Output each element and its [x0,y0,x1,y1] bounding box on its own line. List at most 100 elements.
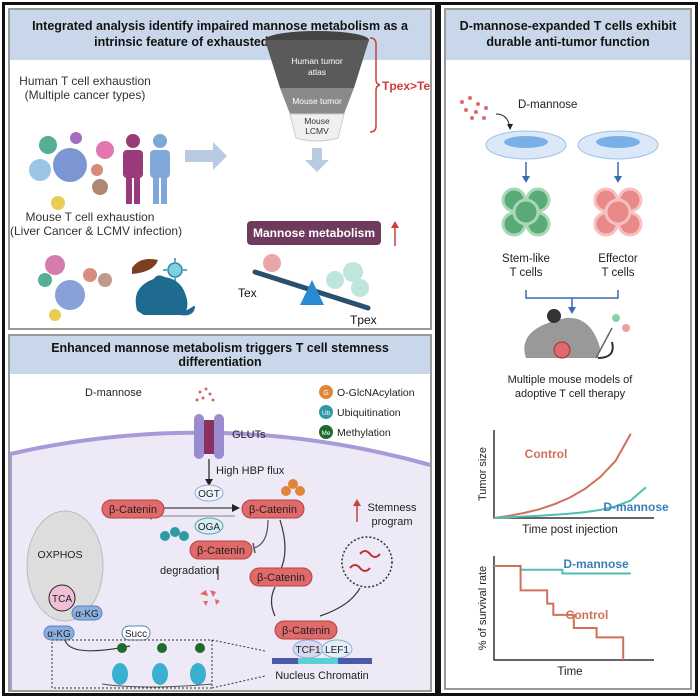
ogt-label: OGT [198,489,220,500]
legend-me-symbol: Me [321,430,330,437]
up-arrow-icon [391,221,399,246]
d-mannose-dots-icon [195,387,215,402]
survival-chart-axes [493,556,654,661]
ptm-legend: G O-GlcNAcylation Ub Ubiquitination Me M… [319,385,415,439]
beta-catenin-nuclear: β-Catenin [257,572,305,584]
tpex-gt-tex-label: Tpex>Tex [382,79,432,93]
tcf1-label: TCF1 [296,645,321,656]
ub-chain-icon [160,527,189,541]
effector-cells-icon [593,187,643,237]
effector-line2: T cells [601,267,634,279]
tumor-size-chart: Time post injection Tumor size ControlD-ma… [477,430,669,536]
panel-mannose-stemness-header: Enhanced mannose metabolism triggers T c… [10,336,430,374]
beta-catenin-glcnac: β-Catenin [249,504,297,516]
degradation-label: degradation [160,565,218,577]
nucleus-chromatin-label: Nucleus Chromatin [275,670,369,682]
right-title-line1: D-mannose-expanded T cells exhibit [459,19,677,34]
tumor-series-d-mannose [493,486,647,519]
human-umap-icon [29,132,114,210]
chromatin-zoom-box [51,639,213,689]
funnel-level1-line2: atlas [308,67,326,77]
mouse-icon [135,275,195,316]
panel-title-line1: Integrated analysis identify impaired ma… [32,19,408,34]
tumor-series-control [493,433,632,519]
funnel-level3-line1: Mouse [304,116,330,126]
tumor-legend-control: Control [525,447,568,461]
mouse-label-line1: Mouse T cell exhaustion [25,210,155,224]
gluts-label: GLUTs [232,429,266,441]
panel-anti-tumor: D-mannose-expanded T cells exhibit durab… [444,8,692,690]
stemness-up-arrow-icon [353,499,361,522]
human-label-line1: Human T cell exhaustion [19,74,151,88]
oxphos-label: OXPHOS [38,549,83,561]
tpex-label: Tpex [350,313,377,327]
human-exhaustion-label: Human T cell exhaustion (Multiple cancer… [10,74,160,103]
top-left-illustration: Human tumor atlas Mouse tumor Mouse LCMV… [29,31,432,327]
tex-label: Tex [238,286,257,300]
people-icon [123,134,170,204]
effector-line1: Effector [598,253,638,265]
arrow-down-icon [305,148,329,172]
legend-methylation: Methylation [337,427,391,439]
right-illustration: D-mannose Stem-like T cells Effector T c… [460,96,669,678]
funnel-icon [265,31,369,142]
beta-catenin-complex: β-Catenin [282,625,330,637]
mannose-metabolism-label: Mannose metabolism [253,226,375,240]
hbp-flux-label: High HBP flux [216,465,285,477]
survival-ylabel: % of survival rate [477,566,489,650]
mitochondria-icon [26,510,104,622]
inhibition-line [253,519,269,549]
dna-icon [349,550,381,572]
d-mannose-label: D-mannose [85,387,142,399]
lef1-label: LEF1 [325,645,349,656]
pathway-diagram: D-mannose GLUTs High HBP flux G O-GlcNAc… [10,374,430,690]
d-mannose-dots-icon [460,96,488,120]
legend-g-symbol: G [323,390,328,397]
virus-icon [163,258,187,282]
panel-mannose-stemness: Enhanced mannose metabolism triggers T c… [8,334,432,692]
human-label-line2: (Multiple cancer types) [24,88,146,103]
akg-label-2: α-KG [47,629,71,640]
survival-series-control [494,565,625,660]
survival-xlabel: Time [557,666,582,678]
stem-like-line2: T cells [509,267,542,279]
tumor-xlabel: Time post injection [522,524,617,536]
stem-like-cells-icon [501,187,551,237]
tumor-ylabel: Tumor size [477,447,489,501]
panel-integrated-analysis: Integrated analysis identify impaired ma… [8,8,432,330]
tca-label: TCA [52,594,72,605]
survival-legend-control: Control [566,608,609,622]
legend-ubiquitination: Ubiquitination [337,407,401,419]
mouse-label-line2: (Liver Cancer & LCMV infection) [10,224,183,239]
arrow-right-icon [185,142,227,170]
panel-title: Enhanced mannose metabolism triggers T c… [51,341,389,369]
glut-transporter-icon [194,414,224,459]
glcnac-g-icons [281,479,305,496]
d-mannose-label: D-mannose [518,99,577,111]
petri-dish-dmannose-icon [485,130,567,160]
stemness-line2: program [372,516,413,528]
bracket-icon [369,37,381,133]
mouse-models-line1: Multiple mouse models of [508,374,634,386]
stemness-line1: Stemness [368,502,417,514]
tca-cycle-icon [48,584,76,612]
treated-mouse-icon [524,309,630,359]
succ-label: Succ [125,629,147,640]
tumor-legend-dmannose: D-mannose [603,500,669,514]
legend-ub-symbol: Ub [322,410,331,417]
stem-like-line1: Stem-like [502,253,550,265]
legend-o-glcnacylation: O-GlcNAcylation [337,387,415,399]
mouse-exhaustion-label: Mouse T cell exhaustion (Liver Cancer & … [10,210,183,239]
funnel-level3-line2: LCMV [305,126,329,136]
liver-icon [132,259,158,274]
seesaw-icon [252,254,371,311]
mouse-models-line2: adoptive T cell therapy [515,388,626,400]
survival-legend-dmannose: D-mannose [563,557,629,571]
degraded-fragments-icon [200,590,220,606]
mannose-metabolism-box [247,221,381,245]
funnel-level1-line1: Human tumor [291,56,343,66]
akg-label-1: α-KG [75,609,99,620]
right-title-line2: durable anti-tumor function [486,35,650,49]
mouse-umap-icon [38,255,112,321]
